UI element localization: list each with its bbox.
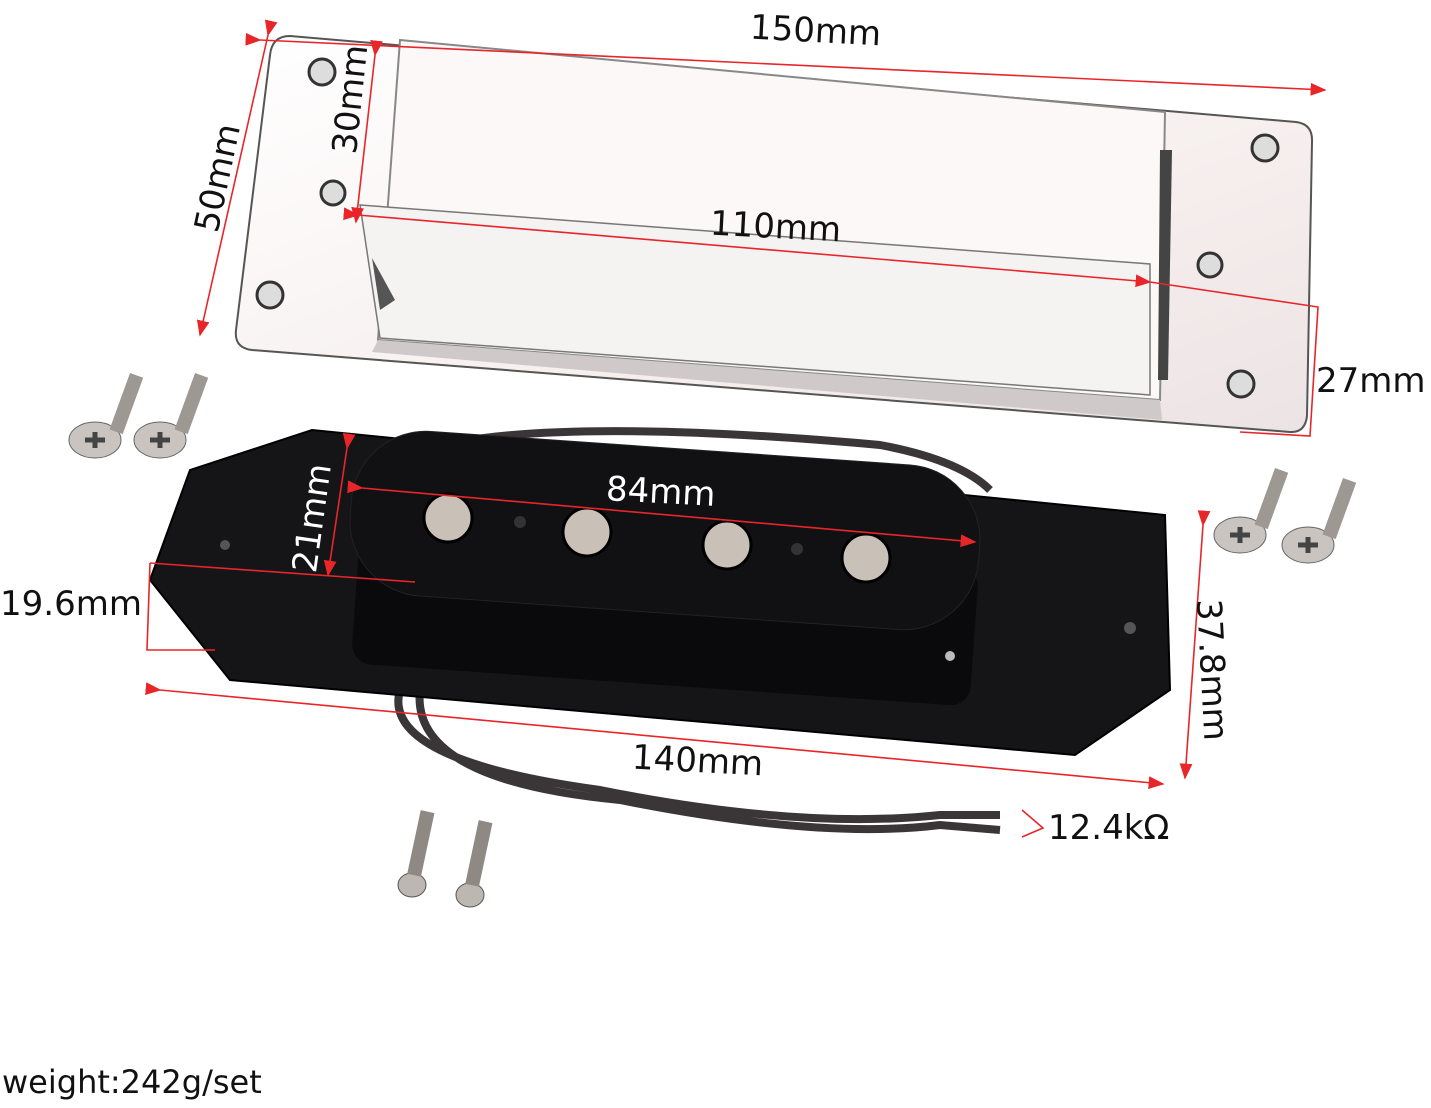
dim-plate-length: 140mm xyxy=(631,737,765,785)
dim-cover-inner-width: 30mm xyxy=(325,42,377,156)
dim-pole-span: 84mm xyxy=(605,469,717,515)
dimension-lines xyxy=(145,19,1327,838)
dim-cover-inner-length: 110mm xyxy=(709,203,843,251)
dim-plate-width: 37.8mm xyxy=(1188,597,1236,742)
screw-icon xyxy=(68,372,1357,908)
dim-resistance: 12.4kΩ xyxy=(1048,808,1170,848)
dim-cover-length: 150mm xyxy=(749,7,883,55)
dim-cover-height: 27mm xyxy=(1316,361,1426,401)
dim-bobbin-height: 19.6mm xyxy=(0,584,142,624)
pickup-bobbin xyxy=(349,430,981,706)
weight-label: weight:242g/set xyxy=(2,1063,262,1101)
